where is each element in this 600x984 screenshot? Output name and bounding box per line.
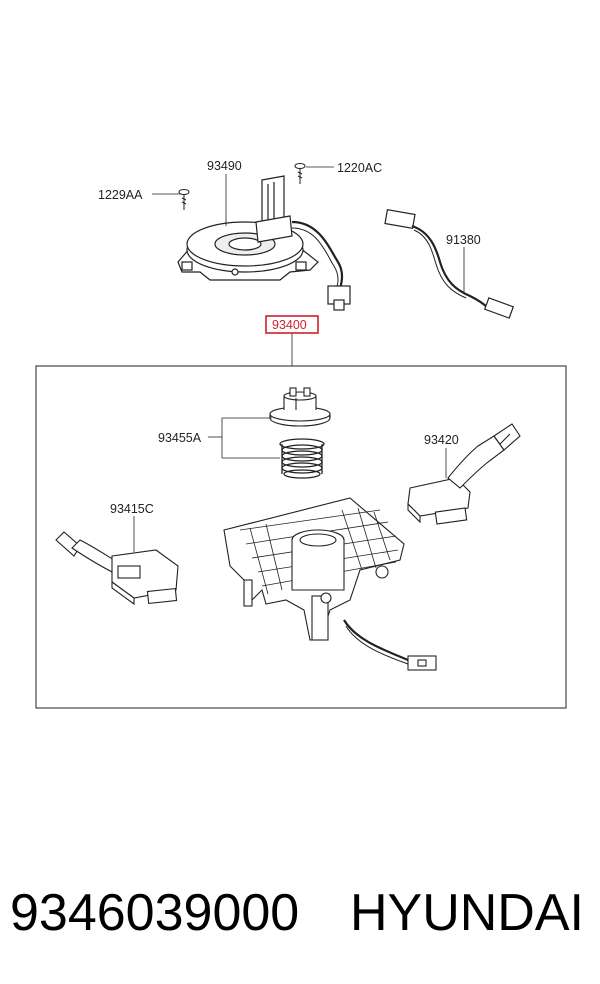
part-number: 9346039000 — [10, 884, 299, 942]
switch-body — [223, 497, 437, 671]
label-93490: 93490 — [207, 159, 242, 173]
label-93420: 93420 — [424, 433, 459, 447]
screw-1220AC — [294, 163, 306, 184]
label-93455A: 93455A — [158, 431, 202, 445]
screw-1229AA — [178, 189, 190, 210]
label-1220AC: 1220AC — [337, 161, 382, 175]
spring-93455A — [279, 438, 325, 479]
wiper-switch-93420 — [407, 423, 521, 525]
label-91380: 91380 — [446, 233, 481, 247]
leader-93455A — [208, 417, 280, 459]
wire-harness-91380 — [384, 208, 515, 319]
label-1229AA: 1229AA — [98, 188, 143, 202]
leader-lines-upper — [152, 166, 465, 366]
brand-name: HYUNDAI — [350, 884, 584, 942]
label-93400: 93400 — [272, 318, 307, 332]
highlight-box-93400 — [265, 315, 319, 334]
cancel-cam-93455A — [269, 387, 331, 427]
clock-spring-93490 — [177, 175, 351, 311]
assembly-frame — [35, 365, 567, 709]
light-switch-93415C — [55, 531, 179, 606]
label-93415C: 93415C — [110, 502, 154, 516]
